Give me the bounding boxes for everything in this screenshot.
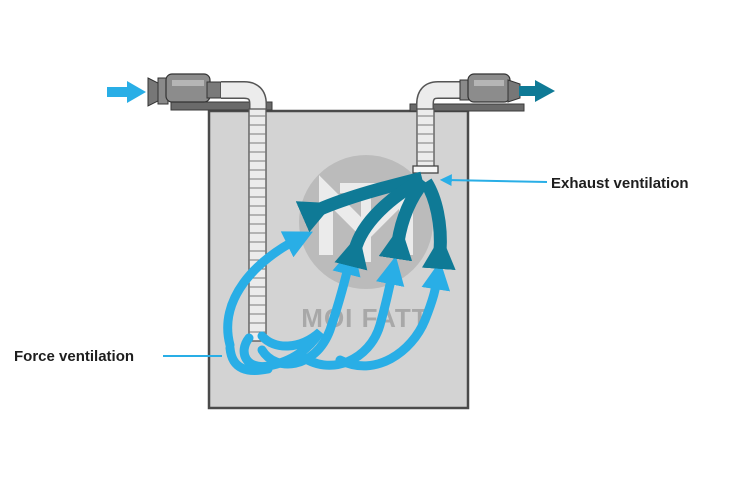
blower-fan-icon [147,73,222,107]
exhaust-fan-icon [459,73,521,103]
flow-arrow-3 [295,255,405,370]
exhaust-airflow [295,171,456,271]
force-hose [248,108,267,342]
watermark-text: MOI FATT [301,303,428,333]
exhaust-elbow [417,82,462,110]
force-ventilation-label: Force ventilation [14,348,135,365]
exhaust-nozzle [412,165,439,174]
force-airflow [223,231,451,375]
exhaust-stream-4 [420,178,456,271]
flow-arrow-1 [223,231,313,350]
exhaust-hose-ribs [417,115,434,162]
arrow-right-icon [107,81,146,103]
flow-arrow-2 [257,246,361,369]
flow-arrow-4 [335,260,451,371]
exhaust-stream-2 [334,174,426,271]
arrow-right-icon [519,80,555,102]
exhaust-ventilation-label: Exhaust ventilation [551,175,689,192]
exhaust-leader-line [439,174,548,187]
right-top-plate [409,103,525,112]
exhaust-hose [416,108,435,168]
blower-elbow [221,82,266,110]
left-top-plate [170,101,273,111]
